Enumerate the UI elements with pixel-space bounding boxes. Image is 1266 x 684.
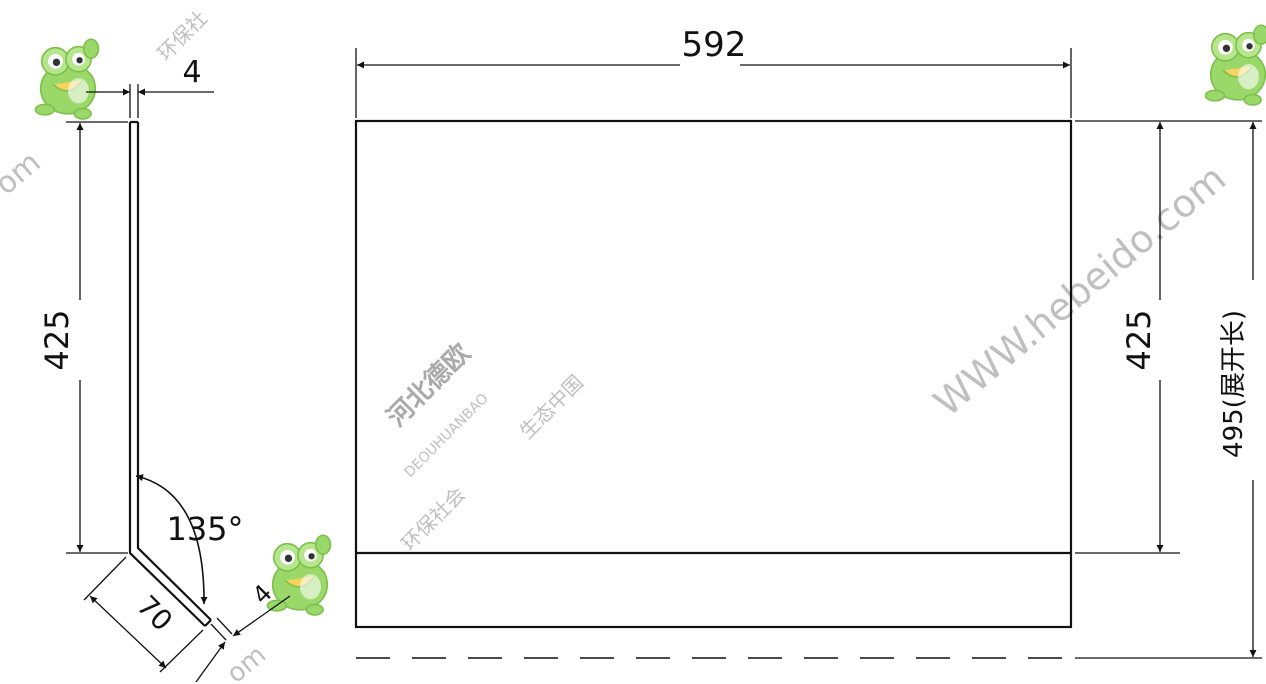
- flange-label: 70: [130, 589, 179, 638]
- frog-mascot-icon: [266, 534, 332, 616]
- side-view: [66, 84, 291, 683]
- watermark-url: WWW.hebeido.com: [926, 156, 1235, 425]
- watermark-url-fragment-bottom: om: [221, 640, 272, 684]
- watermark-url-fragment-left: om: [0, 145, 48, 202]
- watermark-layer: WWW.hebeido.com 河北德欧 DEOUHUANBAO 环保社会 生态…: [0, 6, 1266, 684]
- frog-mascot-icon: [34, 38, 100, 120]
- side-height-label: 425: [38, 309, 76, 370]
- front-height-label: 425: [1120, 309, 1158, 370]
- front-view-labels: 592 425 495(展开长): [682, 25, 1249, 458]
- watermark-slogan-2: 生态中国: [515, 370, 589, 444]
- watermark-slogan-1: 环保社会: [397, 482, 471, 556]
- side-thickness-top-label: 4: [182, 55, 201, 90]
- width-label: 592: [682, 25, 747, 65]
- angle-label: 135°: [166, 510, 243, 548]
- panel-outline: [354, 119, 1073, 629]
- frog-mascot-icon: [1204, 24, 1266, 106]
- developed-length-label: 495(展开长): [1219, 310, 1249, 458]
- side-view-labels: 4 425 135° 70 4: [38, 55, 278, 638]
- front-view: [354, 48, 1262, 659]
